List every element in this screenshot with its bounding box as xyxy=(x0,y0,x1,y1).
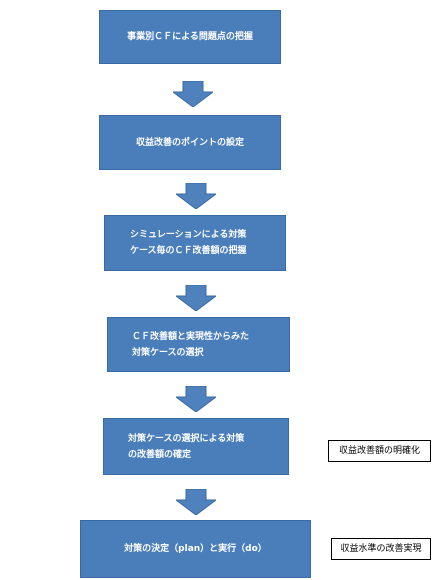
flow-step-1-label: 事業別ＣＦによる問題点の把握 xyxy=(127,32,253,42)
flow-step-6-label: 対策の決定（plan）と実行（do） xyxy=(124,544,267,554)
down-arrow-icon xyxy=(176,386,216,412)
flow-step-5-label: 対策ケースの選択による対策 の改善額の確定 xyxy=(128,433,245,460)
flow-step-6: 対策の決定（plan）と実行（do） xyxy=(80,520,311,578)
down-arrow-icon xyxy=(176,183,216,209)
flow-step-2-label: 収益改善のポイントの設定 xyxy=(135,137,244,148)
flow-step-3-label: シミュレーションによる対策 ケース毎のＣＦ改善額の把握 xyxy=(130,230,247,256)
note-profit-level-label: 収益水準の改善実現 xyxy=(340,544,422,554)
down-arrow-icon xyxy=(176,489,216,515)
note-profit-improvement: 収益改善額の明確化 xyxy=(328,440,431,462)
down-arrow-icon xyxy=(176,285,216,311)
flow-step-5: 対策ケースの選択による対策 の改善額の確定 xyxy=(103,418,289,475)
note-profit-improvement-label: 収益改善額の明確化 xyxy=(338,446,420,456)
flow-step-4-label: ＣＦ改善額と実現性からみた 対策ケースの選択 xyxy=(132,331,250,358)
flow-step-1: 事業別ＣＦによる問題点の把握 xyxy=(99,10,281,64)
down-arrow-icon xyxy=(173,81,213,107)
flow-step-2: 収益改善のポイントの設定 xyxy=(99,115,281,170)
flow-step-3: シミュレーションによる対策 ケース毎のＣＦ改善額の把握 xyxy=(104,215,286,271)
note-profit-level: 収益水準の改善実現 xyxy=(331,538,431,560)
flow-step-4: ＣＦ改善額と実現性からみた 対策ケースの選択 xyxy=(107,317,290,372)
